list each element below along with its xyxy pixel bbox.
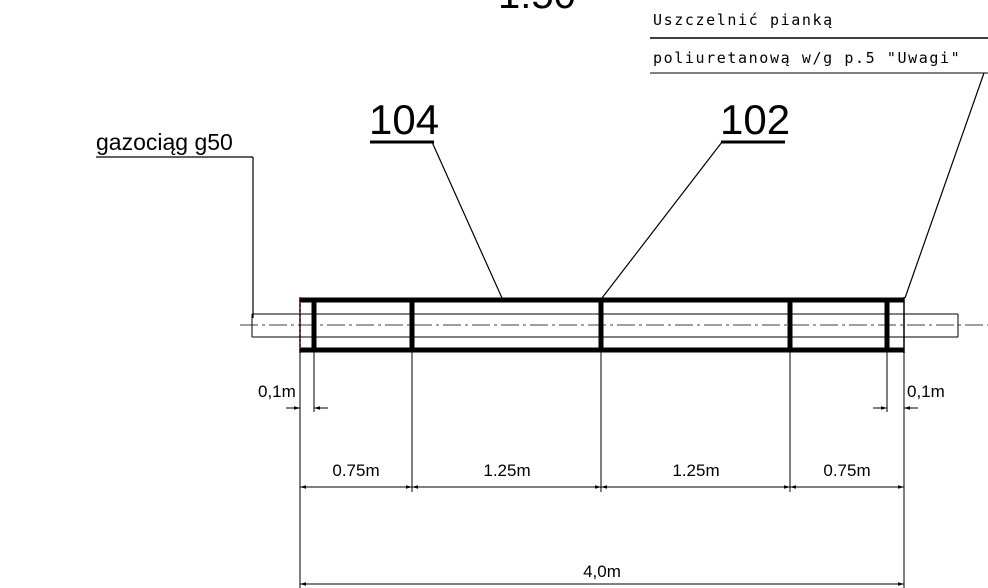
- dim-gap-right: 0,1m: [907, 382, 945, 401]
- dim-total: 4,0m: [583, 562, 621, 581]
- scale-label: 1:50: [498, 0, 576, 17]
- reference-104: 104: [369, 96, 439, 143]
- note-leader: [904, 72, 985, 299]
- gas-pipe-label: gazociąg g50: [96, 129, 233, 155]
- casing-pipe: [299, 297, 905, 353]
- reference-104-leader: [431, 141, 503, 299]
- gas-pipe: [240, 313, 988, 338]
- dim-segment-3: 1.25m: [672, 461, 719, 480]
- extension-lines: [299, 352, 905, 588]
- dim-segment-1: 0.75m: [332, 461, 379, 480]
- note-line-2: poliuretanową w/g p.5 "Uwagi": [653, 49, 961, 67]
- dim-gap-left: 0,1m: [258, 382, 296, 401]
- reference-102-leader: [601, 141, 723, 299]
- reference-102: 102: [720, 96, 790, 143]
- dim-segment-2: 1.25m: [483, 461, 530, 480]
- note-line-1: Uszczelnić pianką: [653, 11, 834, 29]
- dim-segment-4: 0.75m: [823, 461, 870, 480]
